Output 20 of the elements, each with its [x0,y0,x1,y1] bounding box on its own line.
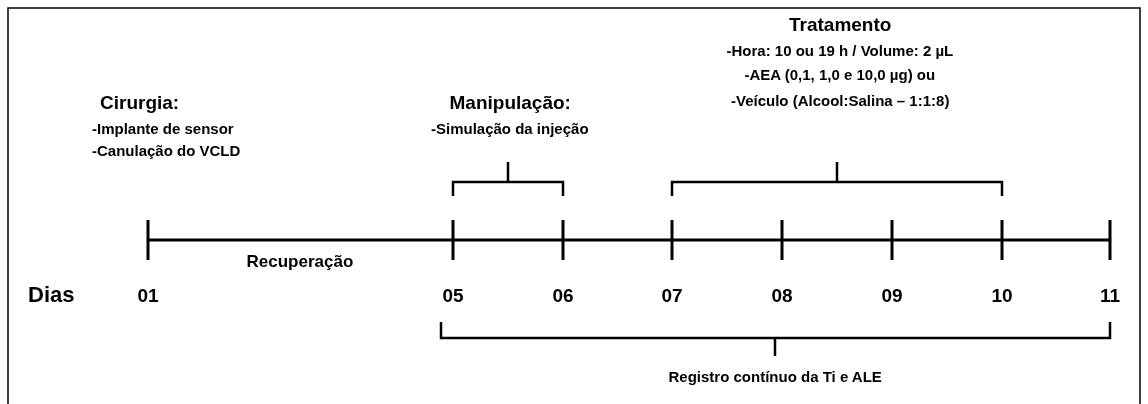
section-heading: Tratamento [789,14,892,36]
phase-label: Recuperação [246,252,354,272]
day-number: 10 [991,285,1013,307]
day-number: 11 [1100,285,1121,307]
item-text: -Simulação da injeção [431,120,589,138]
day-number: 01 [137,285,159,307]
axis-title: Dias [28,282,75,308]
item-text: -AEA (0,1, 1,0 e 10,0 µg) ou [744,66,936,84]
day-number: 05 [442,285,464,307]
section-heading: Cirurgia: [100,92,180,114]
item-text: -Veículo (Alcool:Salina – 1:1:8) [731,92,950,110]
caption-text: Registro contínuo da Ti e ALE [668,368,882,386]
day-number: 07 [661,285,683,307]
item-text: -Hora: 10 ou 19 h / Volume: 2 µL [726,42,954,60]
item-text: -Canulação do VCLD [92,142,241,160]
day-number: 09 [881,285,903,307]
day-number: 08 [771,285,793,307]
day-number: 06 [552,285,574,307]
section-heading: Manipulação: [449,92,571,114]
item-text: -Implante de sensor [92,120,234,138]
